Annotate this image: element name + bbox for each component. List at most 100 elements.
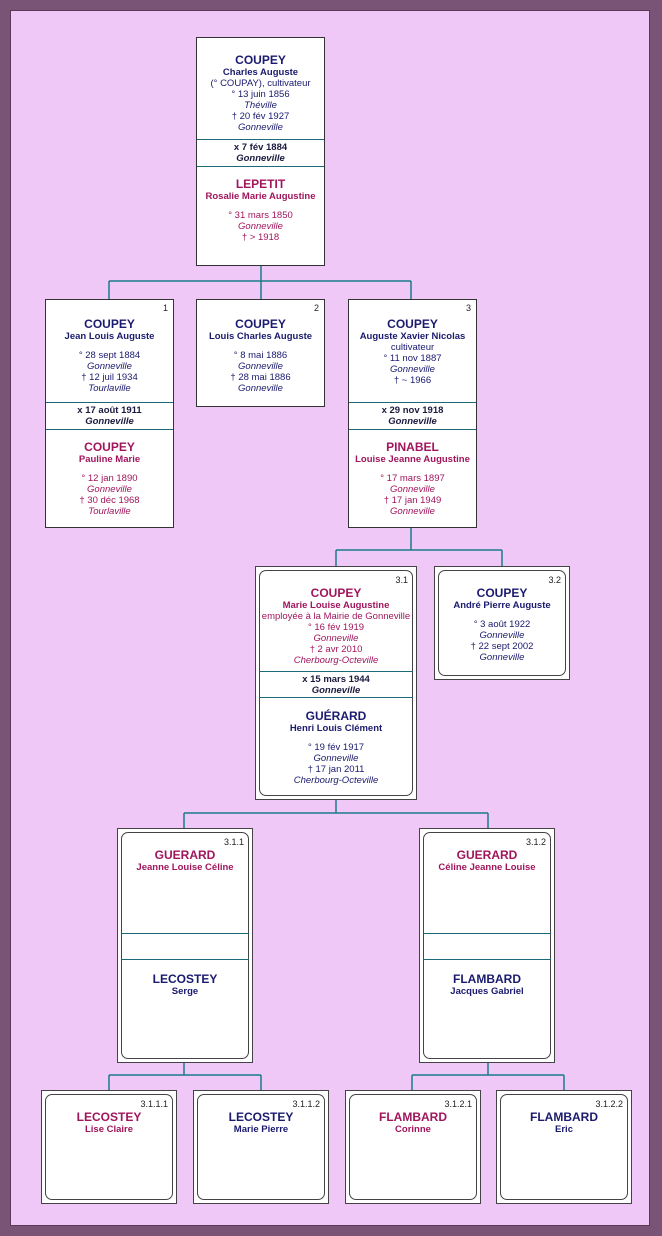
- death-place: Cherbourg-Octeville: [293, 655, 379, 666]
- surname: COUPEY: [84, 440, 135, 454]
- child-3-husband: COUPEY Auguste Xavier Nicolas cultivateu…: [349, 317, 476, 386]
- death: † > 1918: [241, 232, 280, 243]
- given-names: Jacques Gabriel: [450, 986, 524, 997]
- great-grandchild-3-1-1-couple-box[interactable]: 3.1.1 GUERARD Jeanne Louise Céline LECOS…: [117, 828, 253, 1063]
- inner-frame: [349, 1094, 477, 1200]
- death: † 22 sept 2002: [470, 641, 534, 652]
- death: † 12 juil 1934: [81, 372, 138, 383]
- given-names: André Pierre Auguste: [453, 600, 551, 611]
- surname: FLAMBARD: [453, 972, 521, 986]
- death: † 30 déc 1968: [79, 495, 140, 506]
- birth: ° 12 jan 1890: [81, 473, 138, 484]
- grandchild-3-2-person: COUPEY André Pierre Auguste ° 3 août 192…: [435, 586, 569, 663]
- sosa-number: 3.1.1: [223, 837, 244, 847]
- child-1-husband: COUPEY Jean Louis Auguste ° 28 sept 1884…: [46, 317, 173, 394]
- given-names: Eric: [555, 1124, 573, 1135]
- grandchild-3-2-box[interactable]: 3.2 COUPEY André Pierre Auguste ° 3 août…: [434, 566, 570, 680]
- great-grandchild-3-1-2-couple-box[interactable]: 3.1.2 GUERARD Céline Jeanne Louise FLAMB…: [419, 828, 555, 1063]
- child-2-box[interactable]: 2 COUPEY Louis Charles Auguste ° 8 mai 1…: [196, 299, 325, 407]
- birth-place: Gonneville: [313, 633, 359, 644]
- given-names: Céline Jeanne Louise: [438, 862, 536, 873]
- given-names: Lise Claire: [84, 1124, 134, 1135]
- child-1-wife: COUPEY Pauline Marie ° 12 jan 1890 Gonne…: [46, 440, 173, 517]
- birth: ° 17 mars 1897: [380, 473, 445, 484]
- given-names: Louis Charles Auguste: [208, 331, 313, 342]
- surname: COUPEY: [476, 586, 528, 600]
- separator: [349, 402, 476, 403]
- separator: [349, 429, 476, 430]
- person-3-1-2-2-box[interactable]: 3.1.2.2 FLAMBARD Eric: [496, 1090, 632, 1204]
- surname: LECOSTEY: [76, 1110, 142, 1124]
- inner-frame: [259, 570, 413, 796]
- occupation: employée à la Mairie de Gonneville: [261, 611, 411, 622]
- given-names: Jeanne Louise Céline: [136, 862, 234, 873]
- person-3-1-1-1-box[interactable]: 3.1.1.1 LECOSTEY Lise Claire: [41, 1090, 177, 1204]
- grandchild-3-1-husband: GUÉRARD Henri Louis Clément ° 19 fév 191…: [256, 709, 416, 786]
- inner-frame: [45, 1094, 173, 1200]
- death: † 17 jan 1949: [383, 495, 442, 506]
- child-1-couple-box[interactable]: 1 COUPEY Jean Louis Auguste ° 28 sept 18…: [45, 299, 174, 528]
- person-3-1-1-2: LECOSTEY Marie Pierre: [194, 1110, 328, 1135]
- separator: [121, 959, 249, 960]
- birth-place: Gonneville: [313, 753, 359, 764]
- birth-place: Gonneville: [479, 630, 525, 641]
- surname: PINABEL: [386, 440, 439, 454]
- surname: COUPEY: [84, 317, 135, 331]
- child-2-person: COUPEY Louis Charles Auguste ° 8 mai 188…: [197, 317, 324, 394]
- surname: GUÉRARD: [305, 709, 367, 723]
- great-grandchild-3-1-1-husband: LECOSTEY Serge: [118, 972, 252, 997]
- inner-frame: [121, 832, 249, 1059]
- given-names: Marie Louise Augustine: [282, 600, 390, 611]
- birth-place: Gonneville: [390, 484, 435, 495]
- great-grandchild-3-1-2-wife: GUERARD Céline Jeanne Louise: [420, 848, 554, 873]
- marriage-place: Gonneville: [311, 685, 361, 696]
- given-names: Louise Jeanne Augustine: [355, 454, 470, 465]
- person-3-1-1-1: LECOSTEY Lise Claire: [42, 1110, 176, 1135]
- grandchild-3-1-wife: COUPEY Marie Louise Augustine employée à…: [256, 586, 416, 666]
- occupation: (° COUPAY), cultivateur: [210, 78, 311, 89]
- birth: ° 3 août 1922: [473, 619, 531, 630]
- root-wife: LEPETIT Rosalie Marie Augustine ° 31 mar…: [197, 177, 324, 243]
- birth: ° 11 nov 1887: [383, 353, 442, 364]
- person-3-1-2-1-box[interactable]: 3.1.2.1 FLAMBARD Corinne: [345, 1090, 481, 1204]
- surname: GUERARD: [456, 848, 518, 862]
- birth: ° 31 mars 1850: [228, 210, 293, 221]
- person-3-1-2-1: FLAMBARD Corinne: [346, 1110, 480, 1135]
- marriage-date: x 7 fév 1884: [233, 142, 288, 153]
- inner-frame: [438, 570, 566, 676]
- child-3-wife: PINABEL Louise Jeanne Augustine ° 17 mar…: [349, 440, 476, 517]
- child-3-marriage: x 29 nov 1918 Gonneville: [349, 405, 476, 427]
- separator: [197, 166, 324, 167]
- grandchild-3-1-couple-box[interactable]: 3.1 COUPEY Marie Louise Augustine employ…: [255, 566, 417, 800]
- birth-place: Gonneville: [390, 364, 435, 375]
- child-1-marriage: x 17 août 1911 Gonneville: [46, 405, 173, 427]
- given-names: Auguste Xavier Nicolas: [359, 331, 466, 342]
- birth-place: Gonneville: [87, 484, 132, 495]
- child-3-couple-box[interactable]: 3 COUPEY Auguste Xavier Nicolas cultivat…: [348, 299, 477, 528]
- person-3-1-1-2-box[interactable]: 3.1.1.2 LECOSTEY Marie Pierre: [193, 1090, 329, 1204]
- inner-frame: [500, 1094, 628, 1200]
- separator: [259, 671, 413, 672]
- given-names: Marie Pierre: [233, 1124, 289, 1135]
- birth-place: Gonneville: [238, 221, 283, 232]
- root-couple-box[interactable]: COUPEY Charles Auguste (° COUPAY), culti…: [196, 37, 325, 266]
- surname: COUPEY: [235, 317, 286, 331]
- surname: COUPEY: [310, 586, 362, 600]
- marriage-place: Gonneville: [236, 153, 285, 164]
- given-names: Jean Louis Auguste: [64, 331, 155, 342]
- death-place: Gonneville: [390, 506, 435, 517]
- death-place: Tourlaville: [88, 383, 131, 394]
- death-place: Tourlaville: [88, 506, 131, 517]
- root-marriage: x 7 fév 1884 Gonneville: [197, 142, 324, 164]
- occupation: cultivateur: [390, 342, 435, 353]
- surname: FLAMBARD: [379, 1110, 447, 1124]
- given-names: Charles Auguste: [222, 67, 299, 78]
- given-names: Pauline Marie: [78, 454, 141, 465]
- surname: FLAMBARD: [530, 1110, 598, 1124]
- separator: [121, 933, 249, 934]
- separator: [46, 429, 173, 430]
- sosa-number: 3.1.2.1: [444, 1099, 472, 1109]
- sosa-number: 3.1.1.1: [140, 1099, 168, 1109]
- separator: [197, 139, 324, 140]
- death-place: Cherbourg-Octeville: [293, 775, 379, 786]
